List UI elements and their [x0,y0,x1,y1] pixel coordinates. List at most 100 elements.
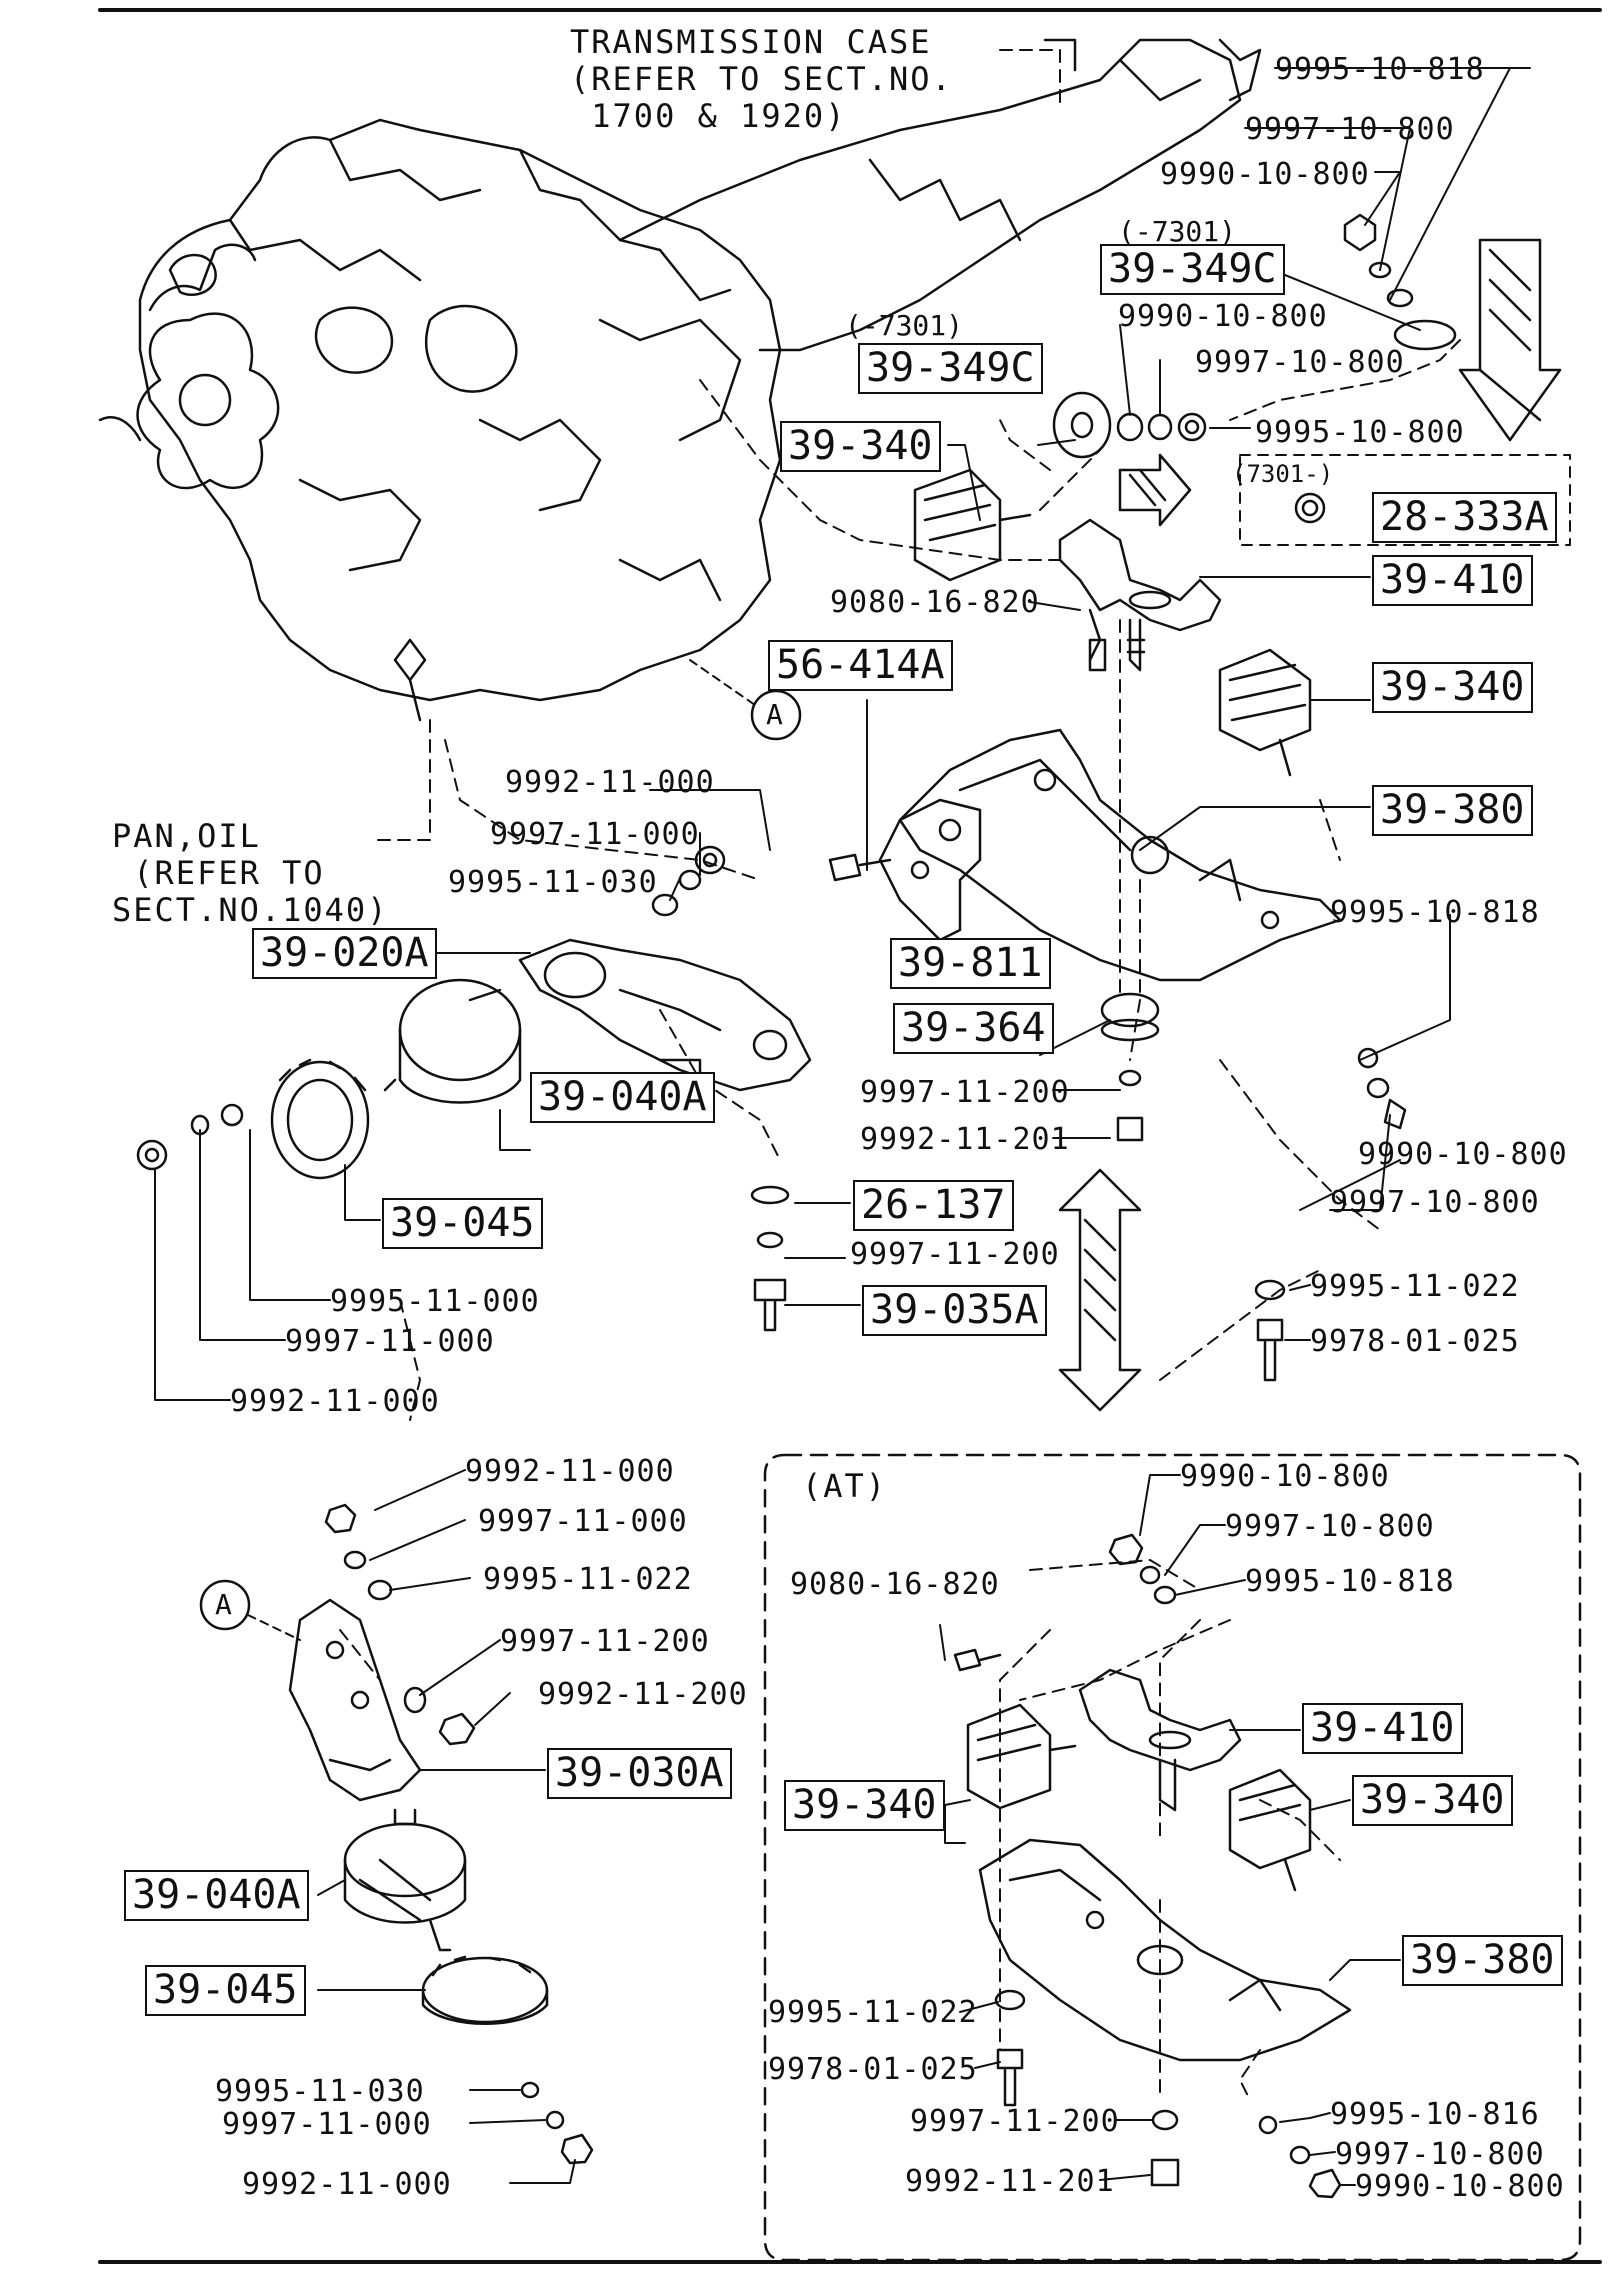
part-number-label: 9990-10-800 [1358,1137,1568,1172]
part-number-label: 9997-11-200 [500,1624,710,1659]
part-number-label: 9997-11-200 [910,2104,1120,2139]
part-box-39-045-upper: 39-045 [382,1198,543,1249]
ref-7301-label-a: (-7301) [1118,215,1237,248]
callout-a-upper: A [766,698,783,731]
part-number-label: 9997-11-200 [860,1075,1070,1110]
left-heat-shield-drawing [270,1058,370,1180]
part-number-label: 9995-10-818 [1330,895,1540,930]
at-section-border [763,1453,1582,2262]
part-number-label: 9995-11-022 [768,1995,978,2030]
part-box-28-333a: 28-333A [1372,492,1557,543]
solid-leaders [154,67,1531,2186]
center-hardware [1100,992,1407,1382]
part-number-label: 9995-10-816 [1330,2097,1540,2132]
arrow-updown-hatched [1058,1168,1142,1412]
part-box-39-340-at-left: 39-340 [784,1780,945,1831]
part-box-39-364: 39-364 [893,1003,1054,1054]
part-box-39-410-at: 39-410 [1302,1703,1463,1754]
transmission-case-note: TRANSMISSION CASE (REFER TO SECT.NO. 170… [570,23,953,135]
callout-a-upper-circle [750,689,802,741]
part-number-label: 9995-11-022 [1310,1269,1520,1304]
lower-left-rubber-mount-drawing [343,1808,467,1952]
part-box-39-340-upper: 39-340 [780,421,941,472]
lower-left-hardware [324,1503,594,2165]
part-number-label: 9990-10-800 [1160,157,1370,192]
ref-7301-label-c: (7301-) [1232,460,1334,488]
part-number-label: 9992-11-201 [905,2164,1115,2199]
at-rubber-mount-right-drawing [1228,1768,1312,1892]
part-number-label: 9080-16-820 [790,1567,1000,1602]
hardware-upper-right [1052,213,1457,672]
engine-block-drawing [98,118,782,722]
part-number-label: 9995-10-818 [1275,52,1485,87]
part-number-label: 9992-11-000 [465,1454,675,1489]
at-bracket-drawing [1078,1668,1242,1812]
part-number-label: 9992-11-000 [242,2167,452,2202]
part-number-label: 9992-11-201 [860,1122,1070,1157]
part-box-39-030a: 39-030A [547,1748,732,1799]
part-number-label: 9992-11-000 [230,1384,440,1419]
at-rubber-mount-left-drawing [966,1703,1077,1810]
part-box-39-045-lower: 39-045 [145,1965,306,2016]
part-box-39-040a-upper: 39-040A [530,1072,715,1123]
bolt-56-414a [828,853,892,882]
part-number-label: 9995-11-000 [330,1284,540,1319]
transmission-case-drawing [618,38,1262,352]
oil-pan-note: PAN,OIL (REFER TO SECT.NO.1040) [112,817,389,929]
part-box-26-137: 26-137 [853,1180,1014,1231]
arrow-down-hatched [1458,238,1562,442]
part-number-label: 9997-11-000 [222,2107,432,2142]
ref-7301-dashed-box [1239,454,1571,546]
part-number-label: 9997-10-800 [1335,2137,1545,2172]
part-number-label: 9997-11-000 [285,1324,495,1359]
part-box-39-410-upper: 39-410 [1372,555,1533,606]
callout-a-lower-circle [199,1579,251,1631]
callout-a-lower: A [215,1588,232,1621]
part-number-label: 9978-01-025 [768,2052,978,2087]
left-mount-bracket-drawing [518,938,812,1092]
ref-7301-label-b: (-7301) [845,309,964,342]
part-number-label: 9997-10-800 [1195,345,1405,380]
part-box-39-349c-lower: 39-349C [858,343,1043,394]
part-box-56-414a: 56-414A [768,640,953,691]
part-box-39-340-at-right: 39-340 [1352,1775,1513,1826]
upper-mount-bracket-drawing [1058,518,1222,672]
part-number-label: 9992-11-200 [538,1677,748,1712]
part-number-label: 9995-11-030 [215,2074,425,2109]
part-box-39-811: 39-811 [890,938,1051,989]
lower-left-bracket-drawing [288,1598,422,1802]
part-number-label: 9990-10-800 [1180,1459,1390,1494]
arrow-right-hatched [1118,453,1192,527]
part-box-39-380-at: 39-380 [1402,1935,1563,1986]
left-hardware [136,845,790,1332]
part-number-label: 9997-11-200 [850,1237,1060,1272]
part-number-label: 9995-10-818 [1245,1564,1455,1599]
part-number-label: 9990-10-800 [1118,299,1328,334]
at-hardware [953,1533,1342,2199]
part-number-label: 9080-16-820 [830,585,1040,620]
part-box-39-340-right: 39-340 [1372,662,1533,713]
crossmember-drawing [898,728,1342,982]
lower-left-heat-shield-drawing [421,1955,549,2025]
part-box-39-020a: 39-020A [252,928,437,979]
part-number-label: 9997-10-800 [1245,112,1455,147]
part-number-label: 9997-10-800 [1225,1509,1435,1544]
part-number-label: 9997-10-800 [1330,1185,1540,1220]
part-number-label: 9997-11-000 [478,1504,688,1539]
part-number-label: 9997-11-000 [490,817,700,852]
side-bracket-drawing [878,798,982,942]
at-section-title: (AT) [802,1467,888,1505]
at-crossmember-drawing [978,1838,1352,2062]
part-number-label: 9995-11-022 [483,1562,693,1597]
part-box-39-349c-upper: 39-349C [1100,244,1285,295]
part-box-39-035a: 39-035A [862,1285,1047,1336]
part-number-label: 9978-01-025 [1310,1324,1520,1359]
part-box-39-040a-lower: 39-040A [124,1870,309,1921]
dashed-leaders [339,49,1461,2101]
part-number-label: 9992-11-000 [505,765,715,800]
part-box-39-380-upper: 39-380 [1372,785,1533,836]
part-number-label: 9990-10-800 [1355,2169,1565,2204]
rubber-mount-upper-right [1218,648,1312,777]
